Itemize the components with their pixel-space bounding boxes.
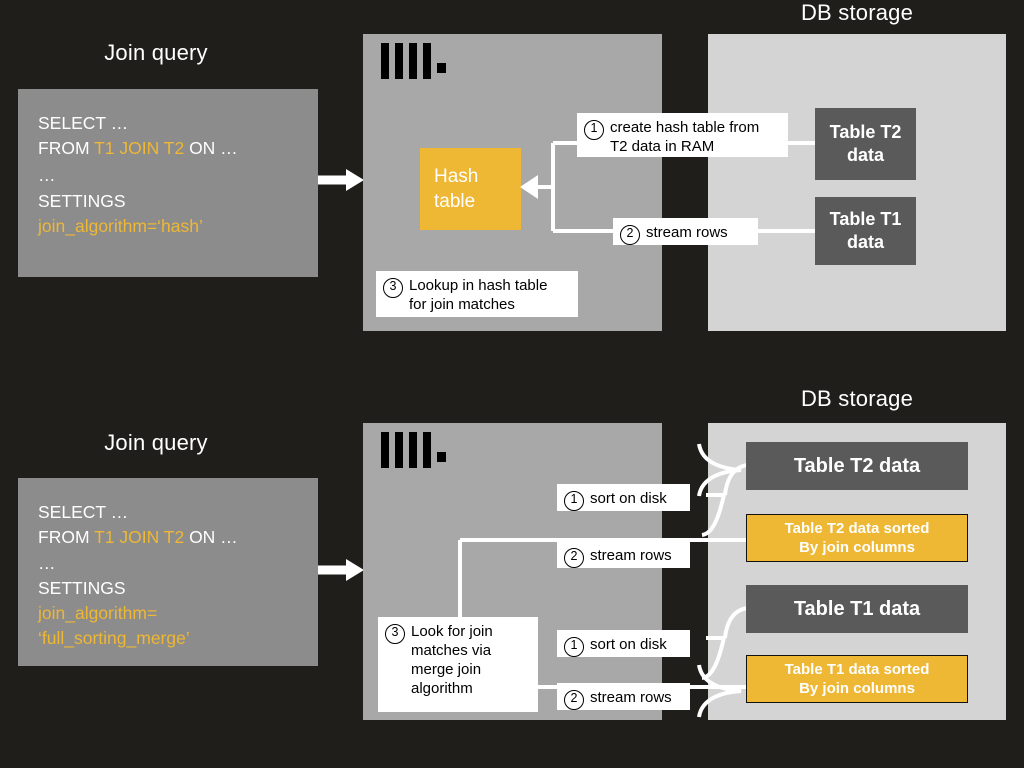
step-number-badge: 2 bbox=[564, 548, 584, 568]
step-number-badge: 2 bbox=[620, 225, 640, 245]
bottom-query-line-1: SELECT … bbox=[38, 502, 129, 522]
top-query-line-2-highlight: T1 JOIN T2 bbox=[94, 138, 185, 158]
top-table-t2-line1: Table T2 bbox=[829, 122, 902, 142]
bottom-step-2b-callout: 2 stream rows bbox=[557, 683, 690, 710]
bottom-query-line-4: SETTINGS bbox=[38, 578, 126, 598]
top-join-query-title: Join query bbox=[104, 40, 208, 65]
bottom-step-1a-callout: 1 sort on disk bbox=[557, 484, 690, 511]
step-number-badge: 3 bbox=[385, 624, 405, 644]
bottom-step-2b-text: stream rows bbox=[590, 689, 672, 706]
bottom-table-t1-sorted-label: Table T1 data sorted By join columns bbox=[784, 661, 930, 697]
top-query-line-5: join_algorithm=‘hash’ bbox=[38, 216, 203, 236]
top-step-1-callout: 1 create hash table from T2 data in RAM bbox=[577, 113, 788, 157]
top-step-3-callout: 3 Lookup in hash table for join matches bbox=[376, 271, 578, 317]
bottom-query-line-2-prefix: FROM bbox=[38, 527, 95, 547]
step-number-badge: 3 bbox=[383, 278, 403, 298]
top-flow-arrow bbox=[318, 169, 364, 191]
bottom-step-1b-callout: 1 sort on disk bbox=[557, 630, 690, 657]
step-number-badge: 1 bbox=[584, 120, 604, 140]
top-query-line-2: FROM T1 JOIN T2 ON … bbox=[38, 136, 298, 161]
top-step-1-text: create hash table from T2 data in RAM bbox=[610, 119, 760, 155]
hash-table-label-line1: Hash bbox=[434, 166, 479, 187]
top-step-2-callout: 2 stream rows bbox=[613, 218, 758, 245]
top-db-storage-title: DB storage bbox=[800, 0, 914, 25]
bottom-step-3-callout: 3 Look for join matches via merge join a… bbox=[378, 617, 538, 712]
bottom-brace-t1 bbox=[701, 606, 749, 680]
clickhouse-logo-icon bbox=[381, 432, 446, 468]
step-number-badge: 1 bbox=[564, 491, 584, 511]
bottom-step-1a-text: sort on disk bbox=[590, 490, 667, 507]
bottom-query-line-2-suffix: ON … bbox=[184, 527, 238, 547]
bottom-table-t1-raw-box: Table T1 data bbox=[746, 585, 968, 633]
bottom-table-t1-raw-label: Table T1 data bbox=[793, 597, 921, 620]
top-table-t2-box: Table T2 data bbox=[815, 108, 916, 180]
top-query-line-4: SETTINGS bbox=[38, 191, 126, 211]
bottom-flow-arrow bbox=[318, 559, 364, 581]
bottom-table-t2-raw-label: Table T2 data bbox=[793, 454, 921, 477]
bottom-step-3-text: Look for join matches via merge join alg… bbox=[411, 623, 493, 697]
top-query-line-1: SELECT … bbox=[38, 113, 129, 133]
top-table-t2-line2: data bbox=[846, 145, 884, 165]
hash-table-label-line2: table bbox=[434, 191, 476, 212]
step-number-badge: 1 bbox=[564, 637, 584, 657]
top-table-t1-line2: data bbox=[846, 232, 884, 252]
top-query-card: SELECT … FROM T1 JOIN T2 ON … … SETTINGS… bbox=[18, 89, 318, 277]
bottom-query-line-3: … bbox=[38, 553, 56, 573]
bottom-query-card: SELECT … FROM T1 JOIN T2 ON … … SETTINGS… bbox=[18, 478, 318, 666]
top-table-t1-line1: Table T1 bbox=[829, 209, 902, 229]
top-storage-panel bbox=[708, 34, 1006, 331]
bottom-table-t2-sorted-label: Table T2 data sorted By join columns bbox=[784, 520, 930, 556]
bottom-query-line-6: ‘full_sorting_merge’ bbox=[38, 628, 190, 648]
bottom-step-2a-callout: 2 stream rows bbox=[557, 541, 690, 568]
clickhouse-logo-icon bbox=[381, 43, 446, 79]
bottom-table-t1-sorted-box: Table T1 data sorted By join columns bbox=[746, 655, 968, 703]
hash-table-box: Hash table bbox=[420, 148, 521, 230]
step-number-badge: 2 bbox=[564, 690, 584, 710]
bottom-query-line-5: join_algorithm= bbox=[38, 603, 158, 623]
bottom-join-query-title: Join query bbox=[104, 430, 208, 455]
top-step-2-text: stream rows bbox=[646, 224, 728, 241]
top-query-line-2-suffix: ON … bbox=[184, 138, 238, 158]
top-query-line-2-prefix: FROM bbox=[38, 138, 95, 158]
bottom-query-line-2-highlight: T1 JOIN T2 bbox=[94, 527, 185, 547]
bottom-table-t2-raw-box: Table T2 data bbox=[746, 442, 968, 490]
bottom-step-1b-text: sort on disk bbox=[590, 636, 667, 653]
top-table-t1-box: Table T1 data bbox=[815, 197, 916, 265]
bottom-step-2a-text: stream rows bbox=[590, 547, 672, 564]
top-query-line-3: … bbox=[38, 165, 56, 185]
top-step-3-text: Lookup in hash table for join matches bbox=[409, 277, 548, 313]
bottom-table-t2-sorted-box: Table T2 data sorted By join columns bbox=[746, 514, 968, 562]
bottom-db-storage-title: DB storage bbox=[800, 386, 914, 411]
bottom-brace-t2 bbox=[701, 463, 749, 537]
bottom-query-line-2: FROM T1 JOIN T2 ON … bbox=[38, 525, 298, 550]
